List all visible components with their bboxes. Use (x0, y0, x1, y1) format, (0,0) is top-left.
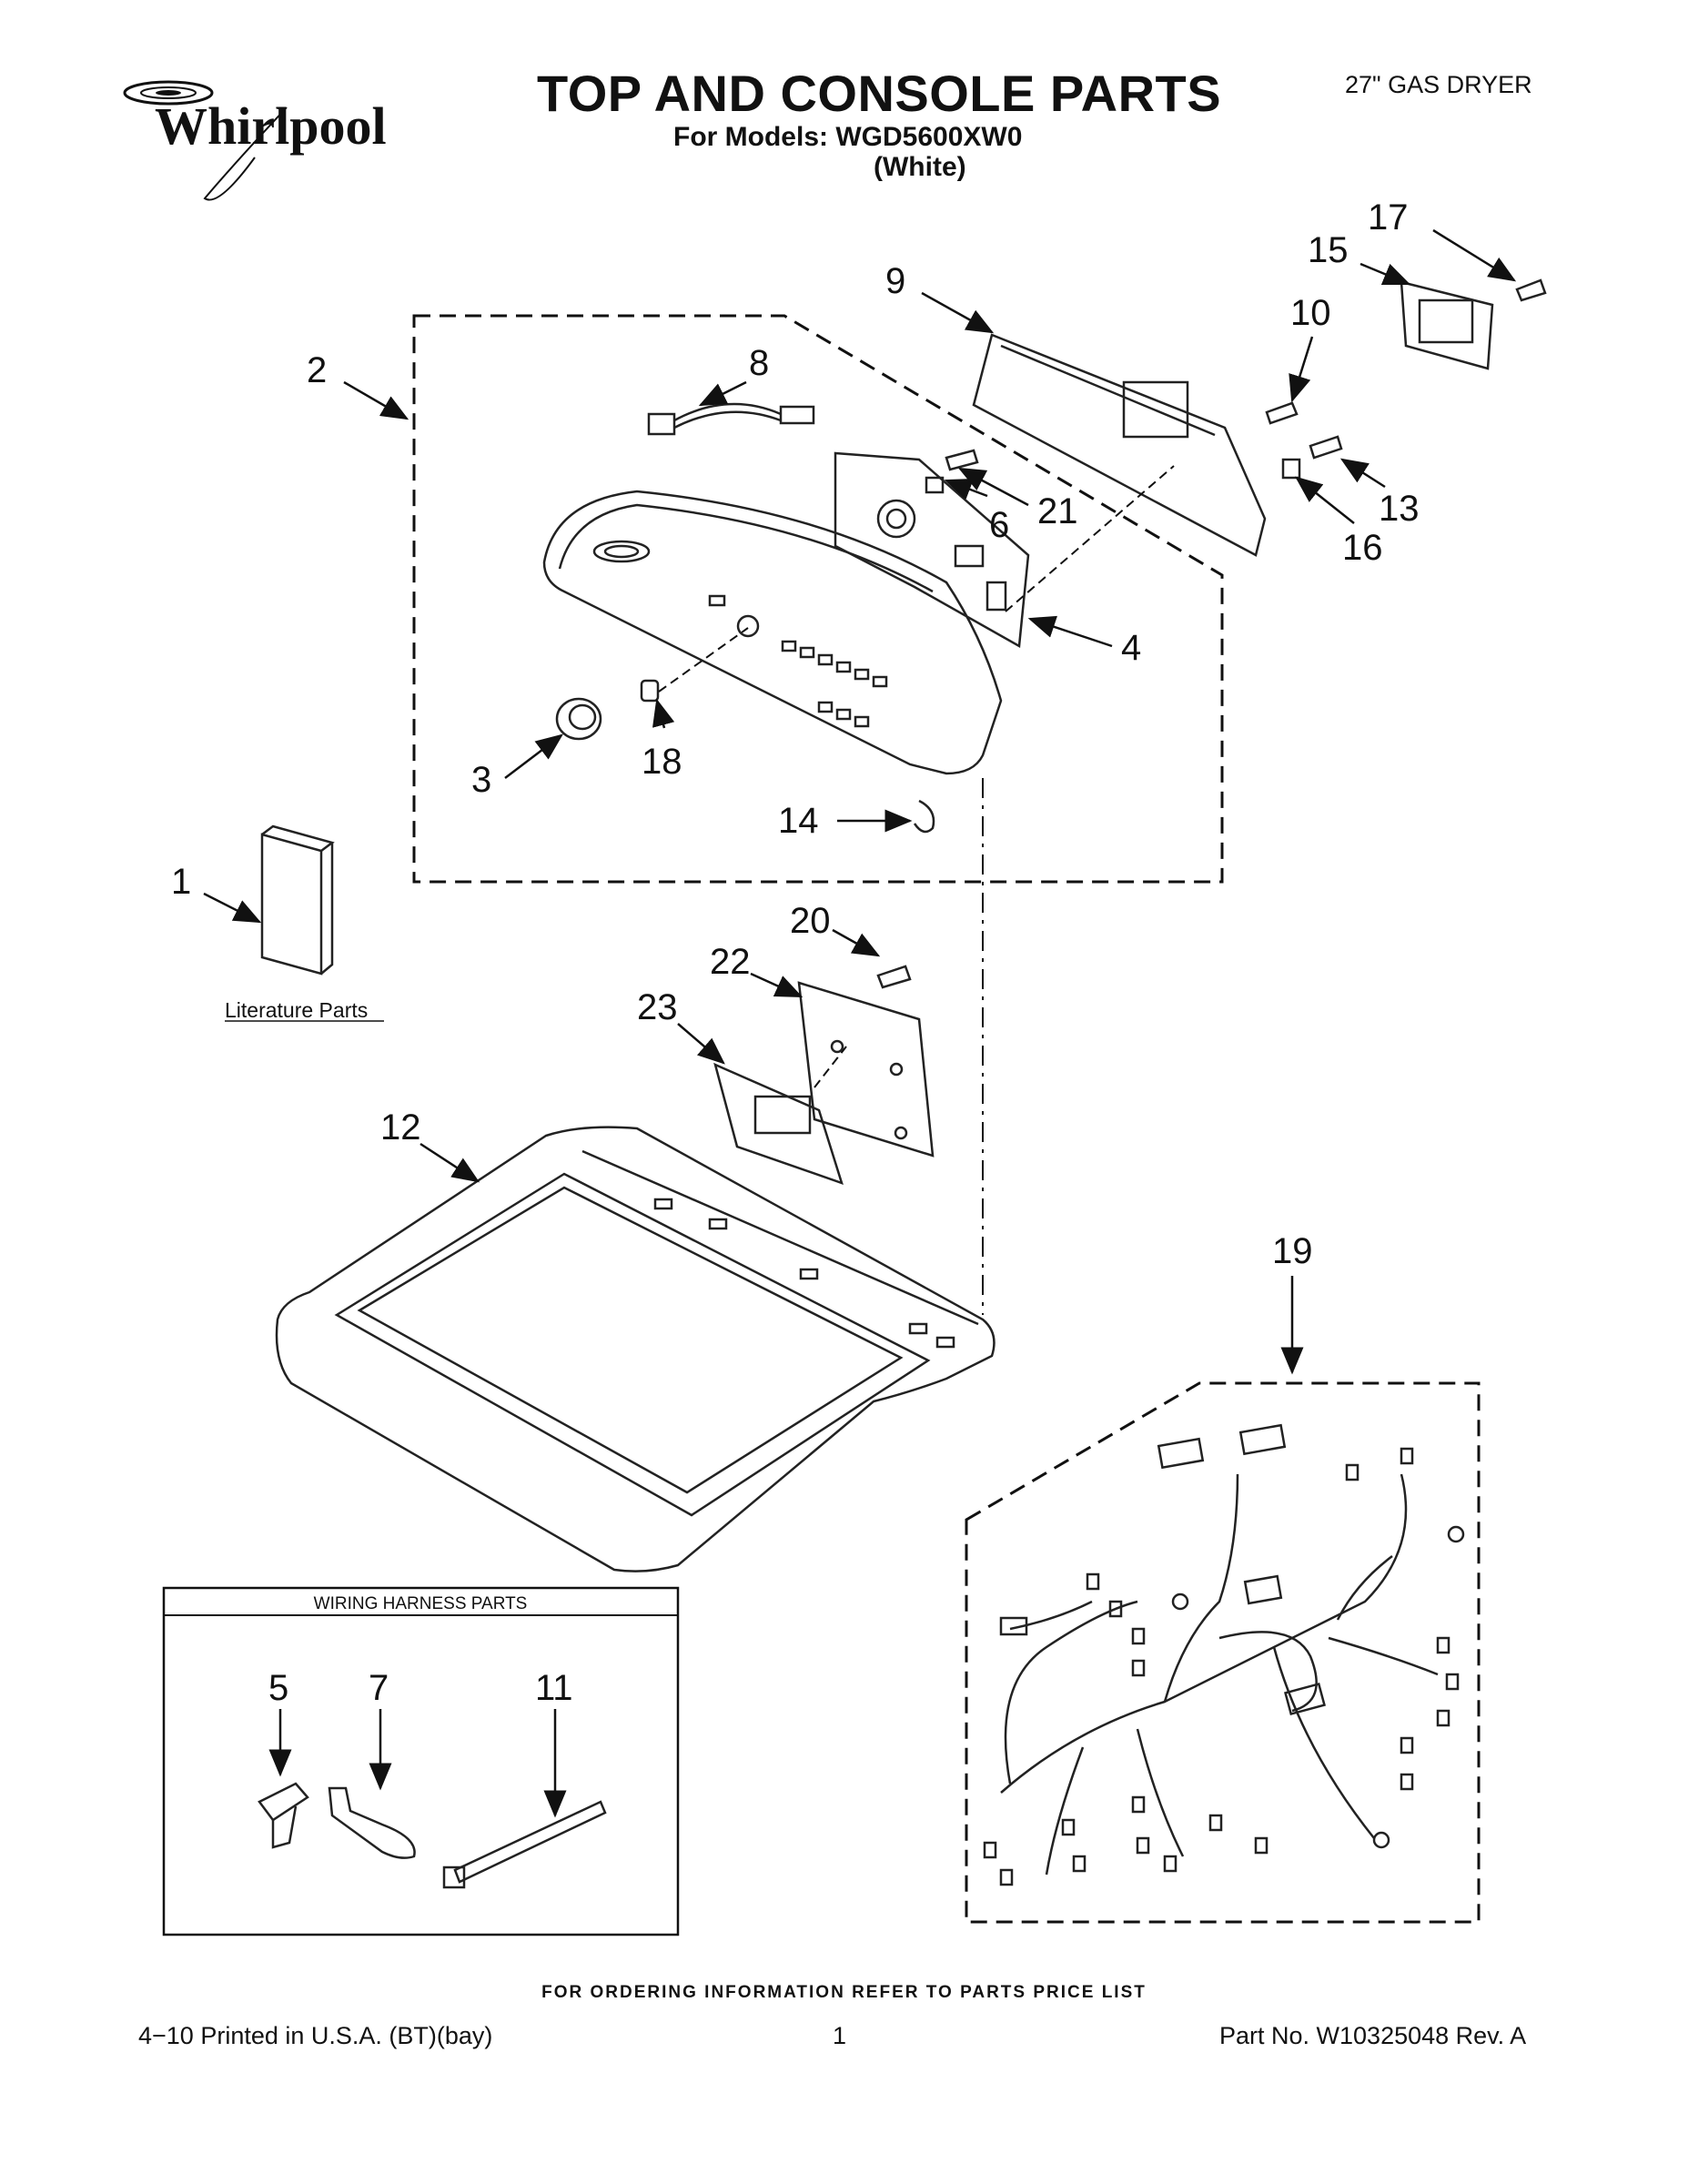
callout-5: 5 (268, 1668, 288, 1708)
page-title: TOP AND CONSOLE PARTS (537, 65, 1222, 122)
callout-18: 18 (642, 742, 682, 782)
spring-part (640, 679, 660, 703)
product-type: 27" GAS DRYER (1345, 71, 1532, 98)
callout-7: 7 (369, 1668, 389, 1708)
bracket-15-part (1400, 280, 1494, 370)
callout-21: 21 (1037, 491, 1078, 531)
callout-17: 17 (1368, 197, 1409, 238)
control-board-part (834, 451, 1030, 649)
callout-20: 20 (790, 901, 831, 941)
main-top-part (275, 1126, 996, 1572)
page-number: 1 (833, 2022, 847, 2049)
callout-6: 6 (989, 505, 1009, 545)
main-harness-part (983, 1423, 1465, 1886)
callout-22: 22 (710, 942, 751, 982)
main-harness-boundary (965, 1381, 1481, 1924)
switch-part (925, 476, 945, 494)
callout-1: 1 (171, 862, 191, 902)
callout-arrows (203, 228, 1517, 1818)
console-back-part (972, 333, 1267, 557)
knob-part (555, 697, 602, 741)
terminal-7-part (328, 1786, 416, 1859)
clip-16-part (1281, 458, 1301, 480)
ordering-note: FOR ORDERING INFORMATION REFER TO PARTS … (541, 1983, 1147, 2002)
wiring-box-title: WIRING HARNESS PARTS (314, 1594, 528, 1613)
models-line: For Models: WGD5600XW0 (673, 122, 1023, 152)
screw-21-part (945, 449, 979, 471)
callout-8: 8 (749, 343, 769, 383)
callout-11: 11 (535, 1668, 573, 1708)
wiring-harness-box (162, 1586, 680, 1936)
screw-20-part (876, 965, 912, 989)
screw-17-part (1515, 278, 1547, 302)
callout-12: 12 (380, 1107, 421, 1148)
whirlpool-logo: Whirlpool (123, 80, 387, 201)
literature-part (260, 824, 335, 976)
callout-13: 13 (1379, 489, 1420, 529)
callout-15: 15 (1308, 230, 1349, 270)
callout-23: 23 (637, 987, 678, 1027)
callout-9: 9 (885, 261, 905, 301)
wire-clip-5-part (258, 1782, 309, 1849)
cable-tie-11-part (442, 1800, 607, 1889)
callout-3: 3 (471, 760, 491, 800)
print-info: 4−10 Printed in U.S.A. (BT)(bay) (138, 2022, 493, 2049)
literature-label: Literature Parts (225, 998, 368, 1022)
module-23-part (713, 1062, 844, 1185)
callout-14: 14 (778, 801, 819, 841)
callout-2: 2 (307, 350, 327, 390)
console-harness-part (647, 402, 815, 436)
callout-10: 10 (1290, 293, 1331, 333)
color-line: (White) (874, 152, 966, 182)
callout-16: 16 (1342, 528, 1383, 568)
clip-part (913, 799, 935, 834)
callout-19: 19 (1272, 1231, 1313, 1271)
screw-10-part (1265, 401, 1299, 425)
console-panel (542, 490, 1003, 775)
part-number: Part No. W10325048 Rev. A (1219, 2022, 1527, 2049)
mounting-plate-part (797, 981, 935, 1158)
callout-4: 4 (1121, 628, 1141, 668)
console-assembly-boundary (412, 314, 1224, 884)
screw-13-part (1309, 435, 1343, 460)
